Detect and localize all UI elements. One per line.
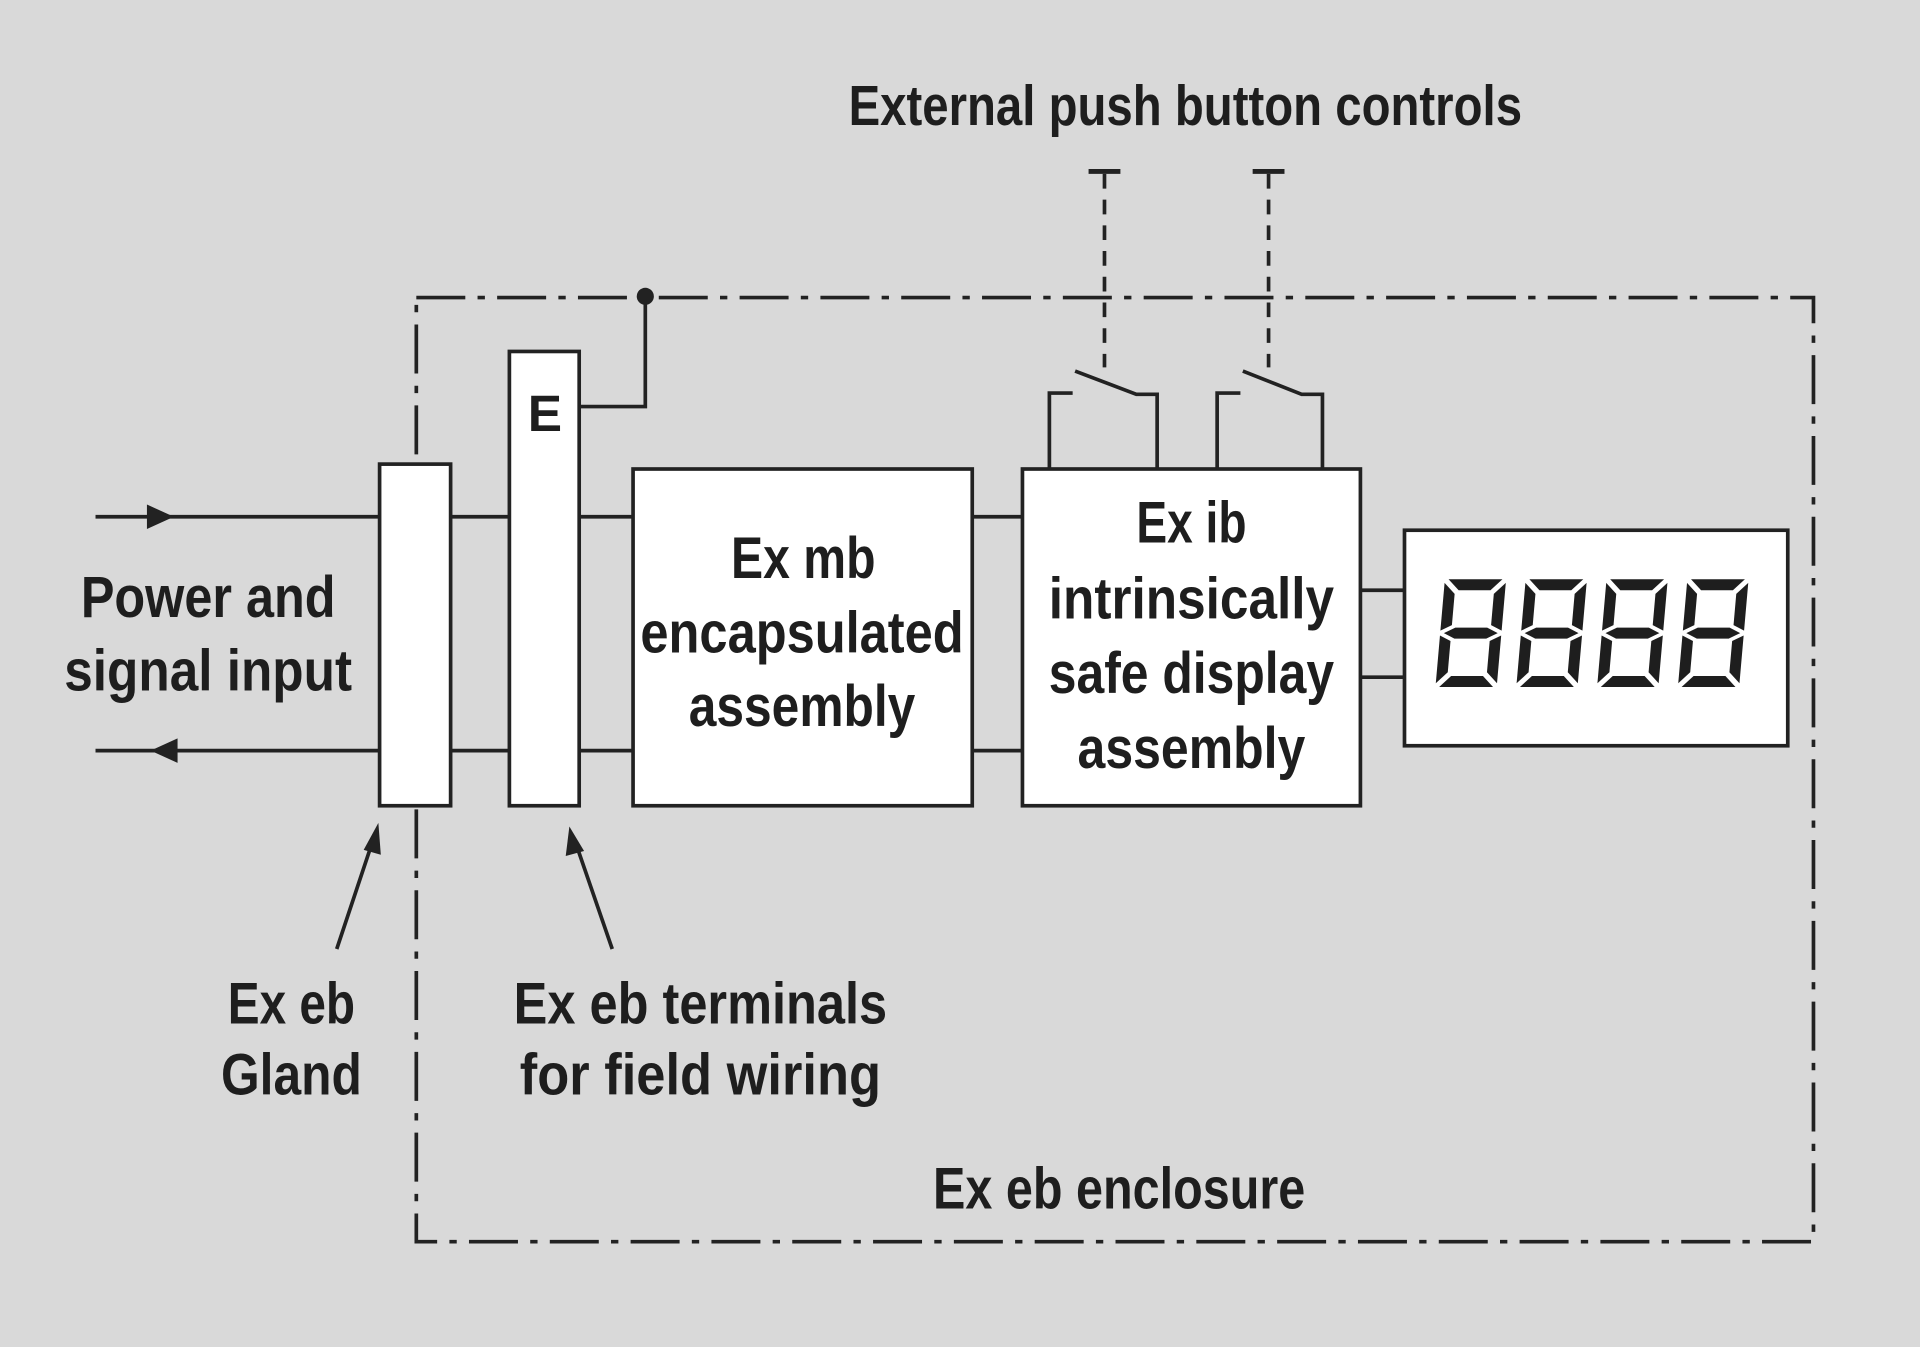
arrow-right-icon [146, 504, 174, 530]
arrow-left-icon [150, 738, 178, 763]
encapsulated-assembly-block [631, 467, 975, 808]
lcd-segment [1605, 627, 1660, 639]
lcd-segment [1610, 579, 1665, 591]
lcd-segment [1602, 582, 1617, 631]
lcd-segment [1486, 635, 1502, 684]
lcd-segment [1516, 635, 1532, 684]
encapsulated-line2: encapsulated [640, 601, 963, 666]
lcd-segment [1678, 635, 1693, 684]
lcd-digit [1678, 579, 1749, 687]
terminal-block-letter: E [528, 384, 562, 442]
gland-label-line2: Gland [221, 1043, 362, 1108]
lcd-digit [1597, 579, 1668, 687]
terminals-pointer-arrow [565, 826, 614, 950]
lcd-segment [1440, 582, 1455, 631]
lcd-segment [1519, 675, 1574, 687]
lcd-segment [1729, 635, 1744, 684]
lcd-segment [1439, 675, 1494, 687]
lcd-segment [1435, 635, 1451, 684]
display-block-line1: Ex ib [1136, 490, 1246, 555]
lcd-segment [1691, 579, 1745, 591]
lcd-segment [1571, 582, 1587, 631]
junction-dot [636, 287, 654, 305]
lcd-segment [1600, 675, 1655, 687]
encapsulated-line3: assembly [689, 674, 916, 739]
lcd-segment [1448, 579, 1503, 591]
input-label-line2: signal input [64, 639, 352, 704]
terminals-label-line1: Ex eb terminals [514, 972, 887, 1037]
lcd-segment [1521, 582, 1536, 631]
lcd-digit [1516, 579, 1587, 687]
push-button-switch-2 [1215, 169, 1325, 470]
input-label-line1: Power and [81, 565, 336, 630]
terminals-label-line2: for field wiring [520, 1043, 881, 1108]
gland-label-line1: Ex eb [228, 972, 355, 1037]
lcd-segment [1597, 635, 1613, 684]
encapsulated-line1: Ex mb [731, 526, 875, 591]
gland-block [377, 462, 453, 808]
gland-pointer-arrow [334, 822, 381, 950]
lcd-segment [1652, 582, 1668, 631]
lcd-segment [1681, 675, 1736, 687]
lcd-segment [1686, 627, 1741, 639]
earth-connection [580, 296, 648, 409]
lcd-segment [1648, 635, 1663, 684]
terminal-block [507, 349, 582, 808]
lcd-segment [1733, 582, 1749, 631]
lcd-digit [1435, 579, 1506, 687]
lcd-segment [1491, 582, 1506, 631]
display-block-line3: safe display [1049, 641, 1335, 706]
lcd-segment [1567, 635, 1583, 684]
diagram-title: External push button controls [849, 74, 1522, 137]
display-block-line2: intrinsically [1049, 566, 1335, 631]
push-button-switch-1 [1047, 169, 1159, 470]
lcd-segment [1529, 579, 1584, 591]
lcd-segment [1524, 627, 1579, 639]
enclosure-label: Ex eb enclosure [933, 1157, 1305, 1222]
input-wires [95, 504, 380, 763]
lcd-segment [1682, 582, 1698, 631]
display-block-line4: assembly [1078, 716, 1306, 781]
seven-segment-digits [1435, 579, 1749, 687]
intrinsically-safe-display-block [1020, 467, 1363, 808]
lcd-segment [1443, 627, 1498, 639]
